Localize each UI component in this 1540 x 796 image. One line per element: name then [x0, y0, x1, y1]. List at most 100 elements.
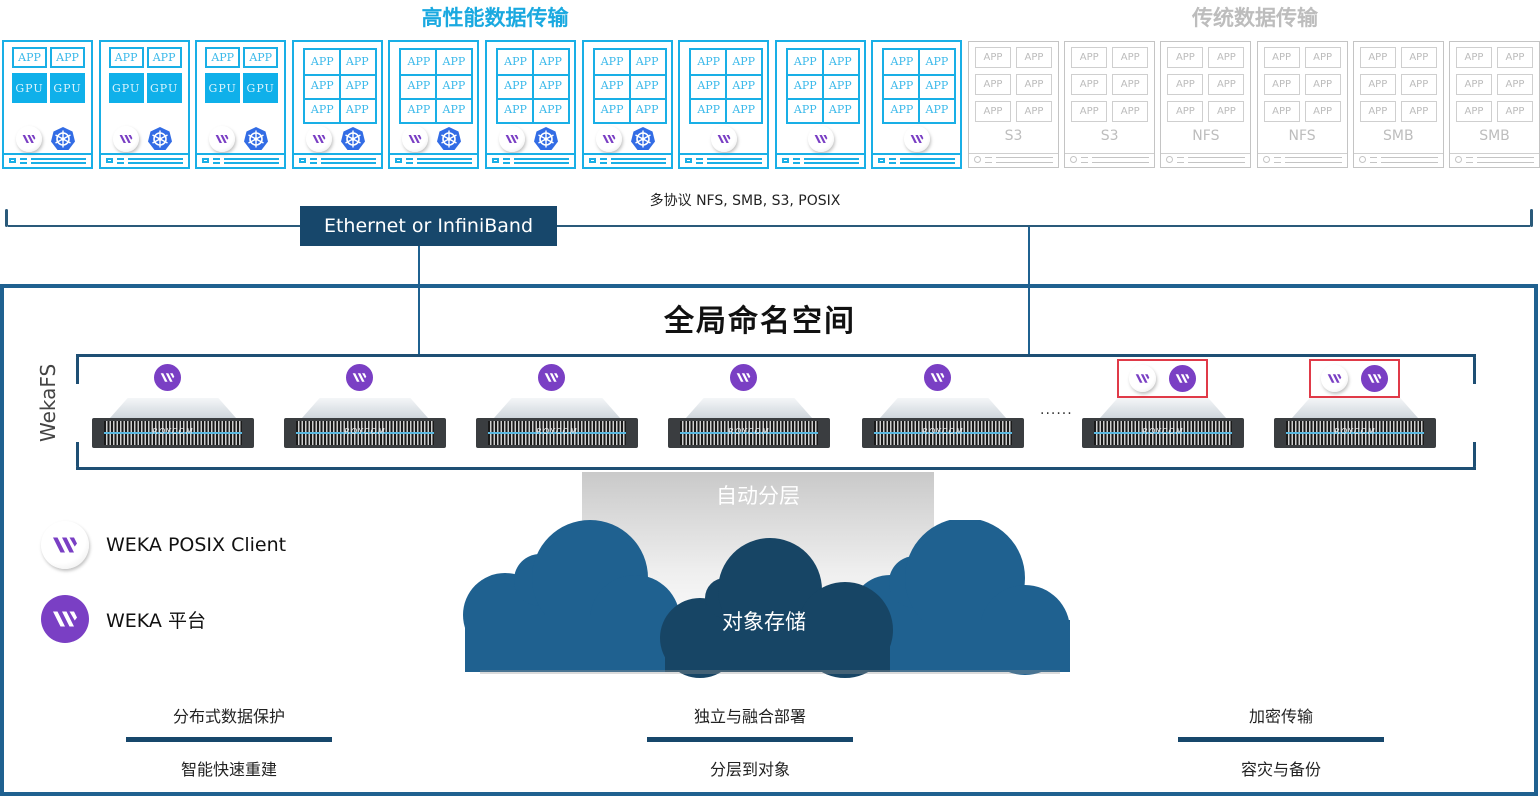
wekafs-cluster — [76, 354, 1476, 470]
server-brand: ROYCOM — [922, 427, 964, 436]
gpu-cell: GPU — [146, 73, 182, 103]
kubernetes-icon — [533, 126, 559, 152]
app-cell: APP — [504, 79, 527, 93]
footer-glyph — [1358, 156, 1366, 163]
feature-label: 独立与融合部署 — [693, 707, 806, 726]
app-cell: APP — [407, 79, 431, 93]
app-cell: APP — [1208, 101, 1245, 122]
app-cell: APP — [1016, 74, 1052, 95]
weka-client-icon — [16, 126, 42, 152]
network-bracket-left — [5, 209, 8, 227]
app-cell: APP — [635, 103, 659, 117]
feature-group-deployment: 独立与融合部署 分层到对象 — [645, 705, 855, 780]
server-brand: ROYCOM — [536, 427, 578, 436]
legend-item-posix-client: WEKA POSIX Client — [40, 520, 286, 570]
footer-glyph — [116, 158, 124, 164]
footer-glyph — [105, 158, 113, 163]
app-cell: APP — [345, 103, 369, 117]
card-footer — [293, 153, 381, 167]
footer-glyph — [514, 158, 569, 164]
feature-label: 加密传输 — [1248, 707, 1313, 726]
server-brand: ROYCOM — [1334, 427, 1376, 436]
weka-client-icon — [711, 126, 738, 152]
card-footer — [390, 153, 478, 167]
footer-glyph — [974, 156, 981, 163]
app-cell: APP — [1359, 74, 1396, 95]
app-cell: APP — [1071, 101, 1108, 122]
storage-server: ROYCOM — [668, 398, 830, 448]
network-type-box: Ethernet or InfiniBand — [300, 206, 557, 246]
app-cell: APP — [310, 79, 334, 93]
app-cell: APP — [1400, 74, 1437, 95]
app-cell: APP — [1304, 101, 1341, 122]
app-cell: APP — [697, 103, 721, 117]
footer-glyph — [1455, 156, 1462, 163]
cluster-bracket-left-bottom — [76, 442, 80, 470]
server-chassis-top — [302, 398, 428, 418]
footer-glyph — [588, 158, 596, 163]
weka-client-icon — [904, 126, 931, 152]
weka-client-icon — [305, 126, 332, 152]
network-bus-line — [8, 225, 1530, 227]
app-cell: APP — [1359, 47, 1396, 68]
card-footer — [680, 153, 768, 167]
app-cell: APP — [1112, 47, 1149, 68]
app-cell: APP — [205, 47, 241, 68]
server-brand: ROYCOM — [344, 427, 386, 436]
footer-glyph — [1188, 157, 1246, 163]
footer-glyph — [707, 158, 763, 164]
feature-group-encryption: 加密传输 容灾与备份 — [1176, 705, 1386, 780]
gpu-cell: GPU — [12, 73, 47, 103]
weka-client-icon — [499, 126, 525, 152]
footer-glyph — [985, 157, 992, 163]
gpu-cell: GPU — [205, 73, 241, 103]
app-cell: APP — [1208, 74, 1245, 95]
footer-glyph — [1070, 156, 1078, 163]
card-footer — [969, 153, 1058, 167]
app-cell: APP — [890, 103, 914, 117]
app-cell: APP — [539, 55, 562, 69]
app-cell: APP — [1016, 101, 1052, 122]
app-cell: APP — [828, 55, 852, 69]
app-cell: APP — [635, 55, 659, 69]
app-cell: APP — [345, 55, 369, 69]
app-cell: APP — [108, 47, 144, 68]
high-performance-title: 高性能数据传输 — [421, 6, 569, 30]
cluster-bracket-right-top — [1472, 354, 1476, 384]
network-bracket-right — [1530, 209, 1533, 227]
server-brand: ROYCOM — [1142, 427, 1184, 436]
app-cell: APP — [50, 47, 85, 68]
app-cell: APP — [732, 55, 756, 69]
server-led-bar — [1094, 432, 1232, 434]
footer-glyph — [202, 158, 210, 163]
footer-glyph — [298, 158, 306, 163]
footer-glyph — [1477, 157, 1534, 163]
protocols-label: 多协议 NFS, SMB, S3, POSIX — [649, 193, 841, 209]
footer-glyph — [1273, 157, 1281, 163]
weka-platform-icon — [154, 364, 181, 391]
traditional-title: 传统数据传输 — [1192, 6, 1318, 30]
kubernetes-icon — [243, 126, 269, 152]
footer-glyph — [1081, 157, 1089, 163]
weka-platform-icon — [730, 364, 757, 391]
footer-glyph — [1177, 157, 1185, 163]
card-footer — [1161, 153, 1251, 167]
footer-glyph — [320, 158, 376, 164]
weka-client-icon — [40, 520, 90, 570]
app-cell: APP — [1263, 47, 1300, 68]
app-cell: APP — [828, 103, 852, 117]
weka-client-icon — [112, 126, 139, 152]
global-namespace-frame — [0, 284, 1538, 796]
footer-glyph — [213, 158, 221, 164]
footer-glyph — [599, 158, 607, 164]
legend-label: WEKA POSIX Client — [106, 534, 287, 556]
footer-glyph — [1092, 157, 1150, 163]
